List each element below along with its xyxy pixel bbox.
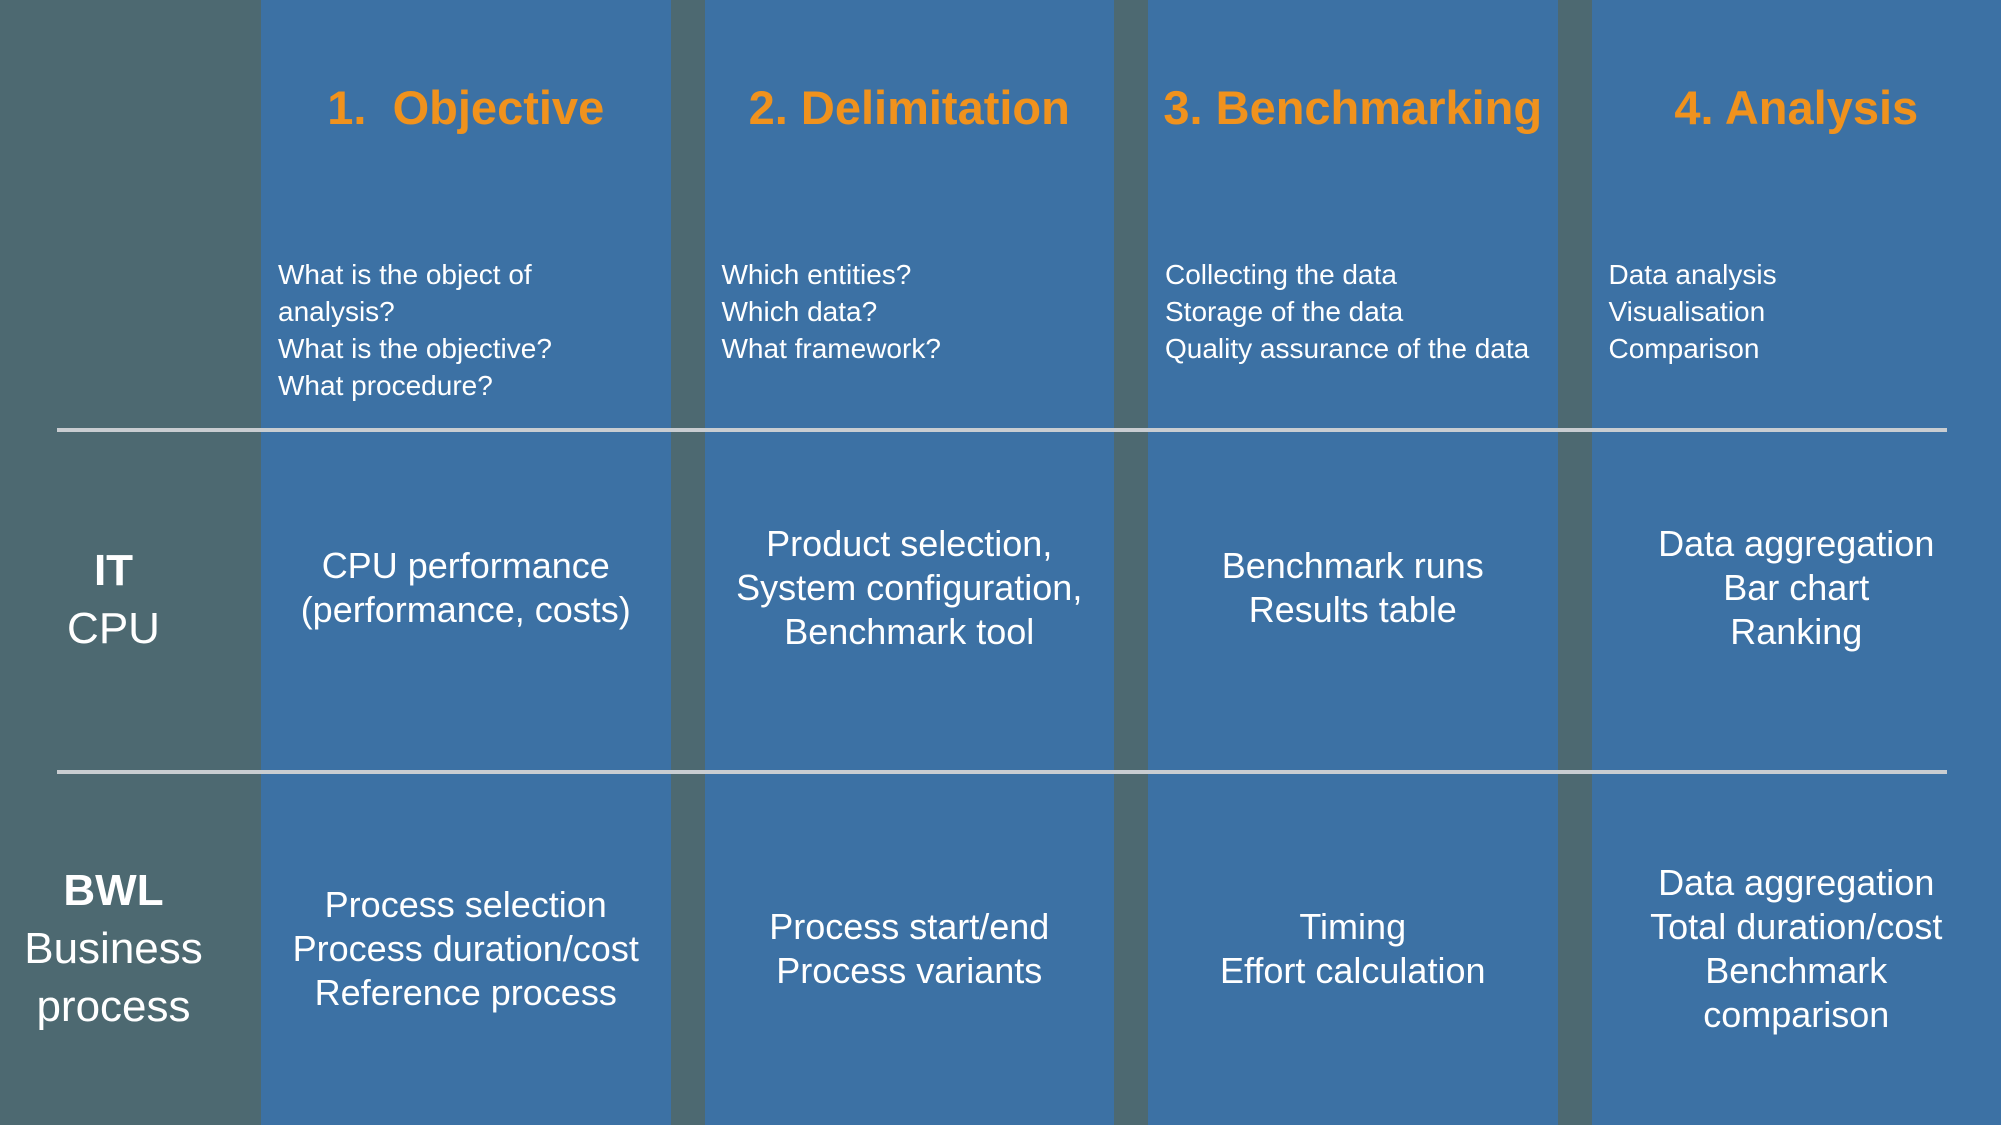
it-cell: Product selection,System configuration,B… xyxy=(705,428,1115,772)
text-line: Process variants xyxy=(776,949,1043,991)
text-line: Which entities? xyxy=(721,259,912,290)
text-line: analysis? xyxy=(278,296,395,327)
text-line: Data aggregation xyxy=(1658,861,1935,903)
phase-title: 4. Analysis xyxy=(1674,81,1919,134)
text-line: Results table xyxy=(1248,588,1457,630)
text-line: Storage of the data xyxy=(1165,296,1404,327)
text-line: Total duration/cost xyxy=(1650,905,1943,947)
text-line: Collecting the data xyxy=(1165,259,1397,290)
horizontal-divider-bottom xyxy=(57,770,1947,774)
text-line: Data analysis xyxy=(1608,259,1777,290)
text-line: comparison xyxy=(1703,993,1890,1035)
row-label-it-title: IT xyxy=(93,546,134,595)
phase-header: 2. Delimitation Which entities? Which dat… xyxy=(705,0,1115,428)
text-line: Process start/end xyxy=(769,905,1050,947)
row-label-it-subtitle: CPU xyxy=(67,604,160,653)
phase-title: 2. Delimitation xyxy=(748,81,1070,134)
phase-column-objective: 1. Objective What is the object of analys… xyxy=(261,0,671,1125)
phase-questions: Which entities? Which data? What framework… xyxy=(705,256,1115,367)
text-line: Bar chart xyxy=(1723,566,1870,608)
text-line: Benchmark xyxy=(1705,949,1888,991)
text-line: Comparison xyxy=(1608,333,1760,364)
text-line: What procedure? xyxy=(278,370,493,401)
text-line: Reference process xyxy=(314,971,617,1013)
text-line: Ranking xyxy=(1730,610,1863,652)
text-line: Product selection, xyxy=(766,522,1053,564)
text-line: What framework? xyxy=(721,333,941,364)
row-label-bwl-subtitle: Business process xyxy=(24,923,203,1031)
phase-column-delimitation: 2. Delimitation Which entities? Which dat… xyxy=(704,0,1115,1125)
text-line: Which data? xyxy=(721,296,878,327)
horizontal-divider-top xyxy=(57,428,1947,432)
row-label-it: IT CPU xyxy=(0,428,227,772)
text-line: Timing xyxy=(1299,905,1407,947)
text-line: Data aggregation xyxy=(1658,522,1935,564)
row-label-bwl-title: BWL xyxy=(63,865,164,915)
it-cell: CPU performance(performance, costs) xyxy=(261,428,671,772)
text-line: System configuration, xyxy=(736,566,1083,608)
text-line: What is the objective? xyxy=(278,333,552,364)
text-line: Benchmark runs xyxy=(1221,544,1484,586)
phase-title: 1. Objective xyxy=(327,81,605,134)
text-line: What is the object of xyxy=(278,259,532,290)
text-line: Process selection xyxy=(324,883,607,925)
text-line: Benchmark tool xyxy=(784,610,1035,652)
row-label-bwl: BWL Business process xyxy=(0,772,227,1125)
phase-questions: What is the object of analysis? What is th… xyxy=(261,256,671,404)
text-line: Process duration/cost xyxy=(292,927,639,969)
text-line: (performance, costs) xyxy=(300,588,631,630)
row-label-column: IT CPU BWL Business process xyxy=(0,0,227,1125)
text-line: CPU performance xyxy=(321,544,610,586)
text-line: Visualisation xyxy=(1608,296,1766,327)
text-line: Quality assurance of the data xyxy=(1165,333,1530,364)
phase-header: 1. Objective What is the object of analys… xyxy=(261,0,671,428)
phase-title: 3. Benchmarking xyxy=(1163,81,1543,134)
label-column-spacer xyxy=(0,0,227,428)
text-line: Effort calculation xyxy=(1220,949,1486,991)
